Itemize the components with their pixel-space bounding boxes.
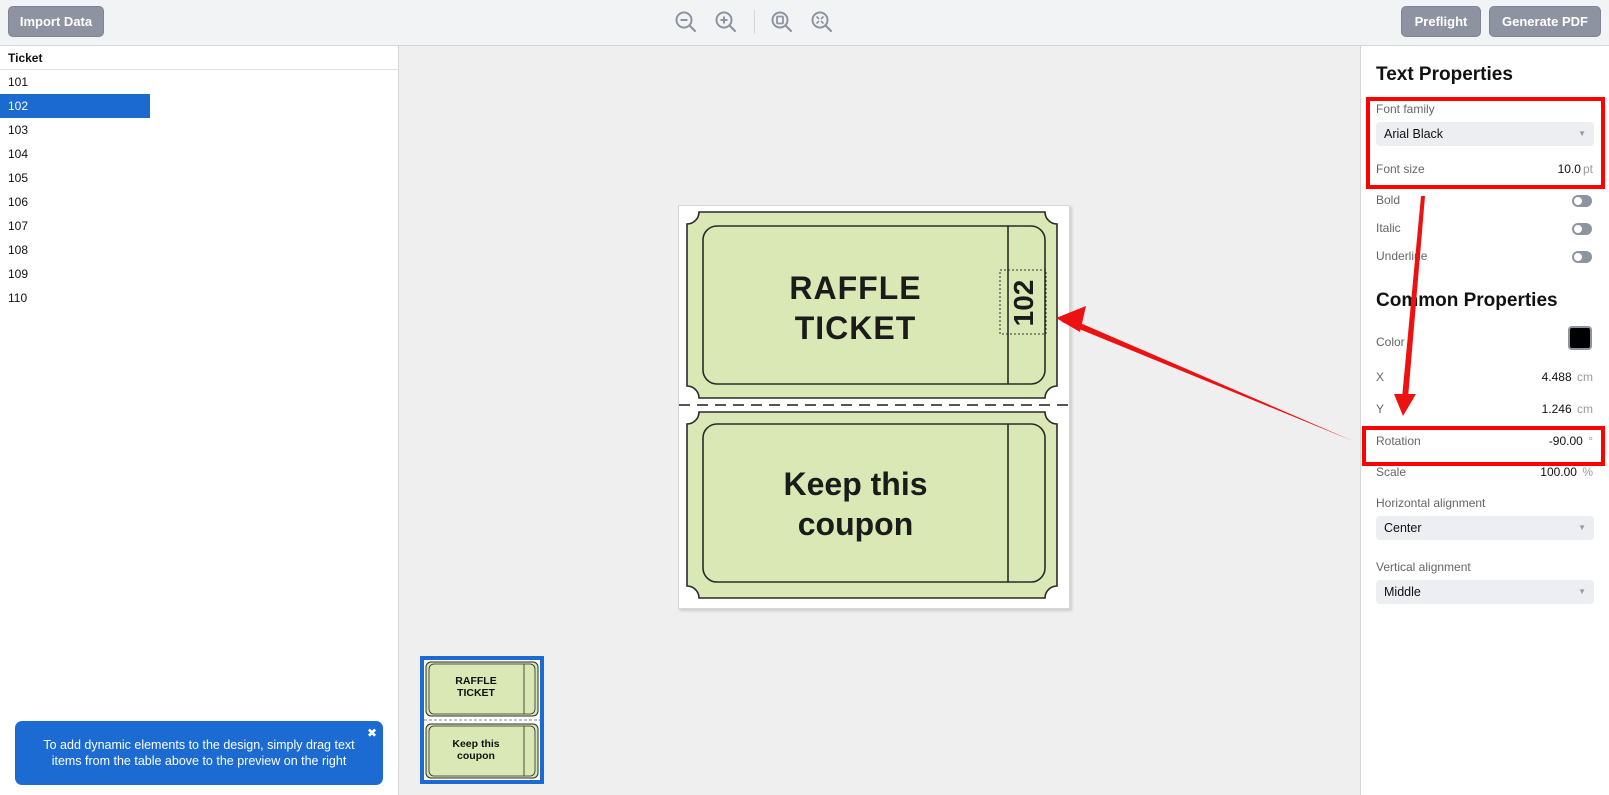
y-value: 1.246 — [1541, 402, 1572, 416]
preflight-button[interactable]: Preflight — [1401, 6, 1481, 37]
table-row[interactable]: 105 — [8, 171, 29, 185]
font-family-select[interactable]: Arial Black ▼ — [1376, 122, 1594, 146]
text-properties-title: Text Properties — [1376, 64, 1513, 85]
underline-label: Underline — [1376, 249, 1428, 263]
thumbnail-coupon-line1: Keep this — [452, 738, 500, 750]
chevron-down-icon: ▼ — [1578, 129, 1586, 138]
x-value: 4.488 — [1541, 370, 1572, 384]
horizontal-alignment-label: Horizontal alignment — [1376, 496, 1486, 510]
font-size-value: 10.0 — [1557, 162, 1581, 176]
rotation-value: -90.00 — [1548, 434, 1583, 448]
scale-unit: % — [1582, 465, 1593, 479]
help-tip-text: To add dynamic elements to the design, s… — [43, 738, 355, 768]
table-row[interactable]: 108 — [8, 243, 29, 257]
page-thumbnail[interactable]: RAFFLE TICKET Keep this coupon — [420, 656, 544, 784]
zoom-fit-page-icon[interactable] — [770, 10, 794, 34]
ticket-title-line1: RAFFLE — [789, 270, 922, 306]
italic-label: Italic — [1376, 221, 1401, 235]
table-row[interactable]: 106 — [8, 195, 29, 209]
font-size-label: Font size — [1376, 162, 1425, 176]
ticket-artwork — [679, 211, 1071, 599]
vertical-alignment-label: Vertical alignment — [1376, 560, 1471, 574]
italic-toggle[interactable] — [1572, 223, 1592, 235]
ticket-number-text[interactable]: 102 — [1008, 279, 1039, 327]
rotation-label: Rotation — [1376, 434, 1421, 448]
coupon-line2: coupon — [797, 506, 914, 542]
generate-pdf-button[interactable]: Generate PDF — [1489, 6, 1601, 37]
import-data-button[interactable]: Import Data — [8, 6, 104, 37]
table-row[interactable]: 109 — [8, 267, 29, 281]
vertical-alignment-value: Middle — [1384, 585, 1421, 599]
zoom-out-icon[interactable] — [674, 10, 698, 34]
chevron-down-icon: ▼ — [1578, 587, 1586, 596]
font-size-unit: pt — [1582, 162, 1593, 176]
color-swatch[interactable] — [1568, 326, 1592, 350]
zoom-fit-all-icon[interactable] — [810, 10, 834, 34]
zoom-in-icon[interactable] — [714, 10, 738, 34]
close-icon[interactable]: ✖ — [366, 726, 377, 740]
ticket-title-line2: TICKET — [794, 310, 917, 346]
thumbnail-coupon: Keep this coupon — [424, 738, 528, 762]
thumbnail-coupon-line2: coupon — [457, 750, 495, 762]
help-tip: ✖ To add dynamic elements to the design,… — [15, 721, 383, 785]
table-row[interactable]: 101 — [8, 75, 29, 89]
horizontal-alignment-select[interactable]: Center ▼ — [1376, 516, 1594, 540]
scale-label: Scale — [1376, 465, 1407, 479]
rotation-input[interactable]: -90.00 ° — [1549, 434, 1593, 448]
underline-toggle[interactable] — [1572, 251, 1592, 263]
design-page[interactable]: RAFFLE TICKET 102 Keep this coupon — [678, 205, 1071, 609]
font-family-value: Arial Black — [1384, 127, 1444, 141]
color-label: Color — [1376, 335, 1405, 349]
horizontal-alignment-value: Center — [1384, 521, 1422, 535]
table-row[interactable]: 107 — [8, 219, 29, 233]
column-header-ticket[interactable]: Ticket — [0, 46, 398, 70]
bold-label: Bold — [1376, 193, 1401, 207]
font-family-label: Font family — [1376, 102, 1435, 116]
y-label: Y — [1376, 402, 1385, 416]
thumbnail-artwork — [424, 661, 540, 779]
thumbnail-title-line2: TICKET — [457, 687, 495, 699]
table-row[interactable]: 104 — [8, 147, 29, 161]
rotation-unit: ° — [1588, 434, 1593, 448]
chevron-down-icon: ▼ — [1578, 523, 1586, 532]
properties-panel: Text Properties Font family Arial Black … — [1360, 46, 1609, 795]
table-row[interactable]: 103 — [8, 123, 29, 137]
scale-value: 100.00 — [1540, 465, 1577, 479]
bold-toggle[interactable] — [1572, 195, 1592, 207]
scale-input[interactable]: 100.00 % — [1540, 465, 1593, 479]
design-canvas: RAFFLE TICKET 102 Keep this coupon RAFFL… — [400, 46, 1360, 795]
x-input[interactable]: 4.488 cm — [1542, 370, 1593, 384]
thumbnail-title: RAFFLE TICKET — [424, 675, 528, 699]
vertical-alignment-select[interactable]: Middle ▼ — [1376, 580, 1594, 604]
x-unit: cm — [1577, 370, 1593, 384]
thumbnail-title-line1: RAFFLE — [455, 675, 497, 687]
coupon-text[interactable]: Keep this coupon — [703, 464, 1008, 544]
top-toolbar: Import Data Preflight Generate PDF — [0, 0, 1609, 46]
common-properties-title: Common Properties — [1376, 290, 1558, 311]
y-input[interactable]: 1.246 cm — [1542, 402, 1593, 416]
toolbar-divider — [754, 10, 755, 34]
ticket-title[interactable]: RAFFLE TICKET — [703, 268, 1008, 348]
x-label: X — [1376, 370, 1385, 384]
table-row-selected[interactable]: 102 — [0, 94, 150, 118]
y-unit: cm — [1577, 402, 1593, 416]
data-table-panel: Ticket 101 102 103 104 105 106 107 108 1… — [0, 46, 399, 795]
table-row[interactable]: 110 — [8, 291, 28, 305]
coupon-line1: Keep this — [783, 466, 928, 502]
